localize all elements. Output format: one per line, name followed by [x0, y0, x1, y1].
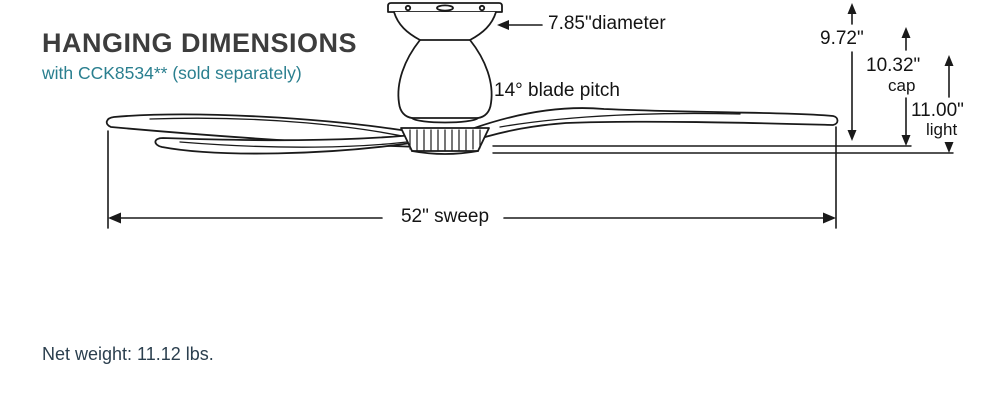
reference-lines [492, 145, 954, 154]
light-kit [400, 127, 490, 155]
dimension-lines [107, 3, 954, 229]
net-weight-label: Net weight: 11.12 lbs. [42, 344, 214, 364]
dim-light-line [944, 55, 954, 153]
dim-fan-label: 9.72" [820, 28, 864, 49]
sweep-label: 52" sweep [400, 206, 490, 227]
dim-cap-sublabel: cap [888, 76, 916, 95]
fan-blade-right [465, 107, 839, 144]
subtitle: with CCK8534** (sold separately) [42, 63, 302, 83]
diameter-label: 7.85"diameter [548, 13, 666, 34]
motor-housing [393, 11, 497, 124]
fan-drawing [105, 2, 954, 155]
diameter-arrow [497, 20, 543, 30]
dim-cap-line [901, 27, 911, 146]
fan-blade-front [154, 133, 425, 155]
dim-light-sublabel: light [926, 120, 958, 139]
ceiling-mount [387, 2, 503, 13]
dim-fan-line [847, 3, 857, 141]
sweep-dimension [107, 126, 837, 229]
dim-cap-label: 10.32" [866, 55, 921, 76]
dim-light-label: 11.00" [911, 100, 964, 121]
page-title: HANGING DIMENSIONS [42, 28, 358, 58]
blade-pitch-label: 14° blade pitch [494, 80, 620, 101]
